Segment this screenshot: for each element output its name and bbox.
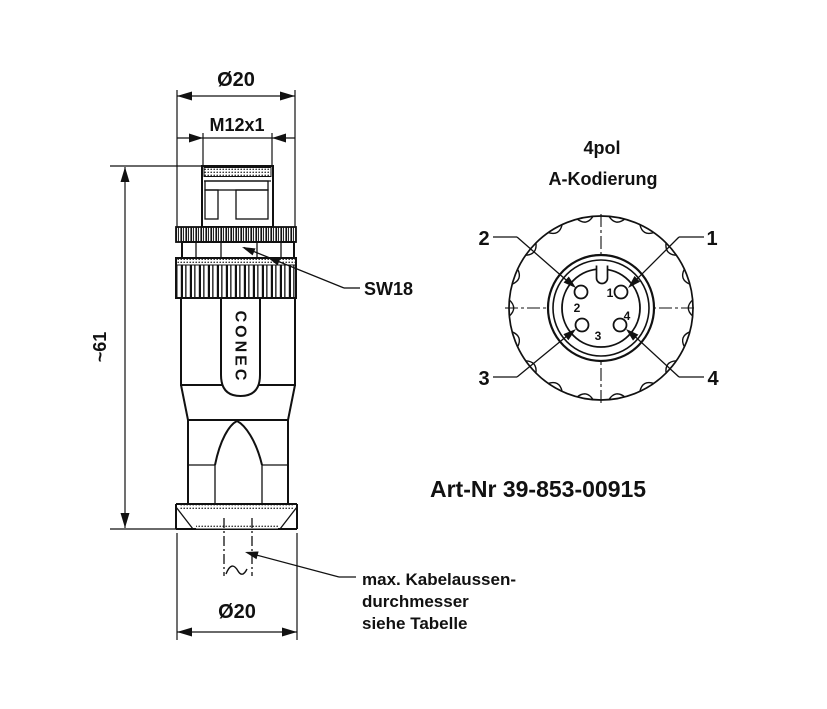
thread-section (201, 165, 274, 228)
logo-capsule (220, 299, 261, 398)
knurl-scallop (681, 268, 691, 285)
dim-top-diameter: Ø20 (176, 69, 296, 227)
wrench-size-callout: SW18 (242, 246, 413, 299)
callout-2-label: 2 (478, 228, 489, 250)
pin-2 (573, 284, 589, 300)
pin-4 (612, 317, 628, 333)
pin-4-label: 4 (624, 309, 631, 323)
wrench-size-label: SW18 (364, 279, 413, 299)
knurl-scallop (639, 224, 655, 235)
face-view: 4pol A-Kodierung 1 2 3 4 2 (430, 138, 719, 502)
connector-body: CONEC (180, 297, 296, 398)
knurl-scallop (547, 381, 563, 392)
face-title-poles: 4pol (583, 138, 620, 158)
callout-4-label: 4 (707, 368, 719, 390)
knurl-ring-fine (175, 226, 297, 243)
knurl-scallop (608, 216, 626, 223)
cable-note-callout: max. Kabelaussen- durchmesser siehe Tabe… (245, 551, 516, 633)
dim-bottom-diameter: Ø20 (176, 533, 298, 640)
pin-3 (574, 317, 590, 333)
article-number: Art-Nr 39-853-00915 (430, 476, 646, 502)
dim-thread: M12x1 (177, 115, 295, 165)
pin-2-label: 2 (574, 301, 581, 315)
knurl-scallop (687, 299, 694, 317)
knurl-scallop (681, 331, 691, 348)
cable-centerlines (223, 518, 253, 576)
brand-logo: CONEC (232, 311, 249, 384)
knurl-scallop (511, 331, 521, 348)
dim-top-diameter-label: Ø20 (217, 69, 255, 91)
knurl-scallop (508, 299, 515, 317)
dim-length-label: ~61 (90, 332, 110, 363)
knurl-scallop (576, 216, 594, 223)
knurl-scallop (608, 393, 626, 400)
face-title-coding: A-Kodierung (549, 169, 658, 189)
keyway-notch (595, 265, 609, 285)
bottom-flange (175, 503, 298, 530)
pins: 1 2 3 4 (573, 284, 631, 343)
strain-relief-arch (214, 419, 263, 466)
dim-thread-label: M12x1 (209, 115, 264, 135)
knurl-scallop (639, 381, 655, 392)
knurl-scallop (665, 360, 677, 374)
pin-callouts: 2 1 3 4 (478, 228, 719, 390)
pin-3-label: 3 (595, 329, 602, 343)
pin-1-label: 1 (607, 286, 614, 300)
cable-note-line3: siehe Tabelle (362, 614, 468, 633)
knurl-scallop (511, 268, 521, 285)
cable-note-line1: max. Kabelaussen- (362, 570, 516, 589)
hex-collar (181, 241, 295, 259)
dim-bottom-diameter-label: Ø20 (218, 601, 256, 623)
side-view: CONEC (90, 69, 516, 640)
face-knurl-scallops (508, 216, 694, 400)
outer-knurled-ring (508, 215, 694, 401)
knurl-scallop (576, 393, 594, 400)
pin-1 (613, 284, 629, 300)
dim-overall-length: ~61 (90, 165, 203, 530)
callout-3-label: 3 (478, 368, 489, 390)
cable-note-line2: durchmesser (362, 592, 469, 611)
knurl-scallop (665, 242, 677, 256)
cable-break-squiggle (225, 565, 248, 575)
callout-1-label: 1 (706, 228, 717, 250)
cable-gland (180, 384, 296, 504)
knurl-scallop (547, 224, 563, 235)
knurl-scallop (525, 360, 537, 374)
